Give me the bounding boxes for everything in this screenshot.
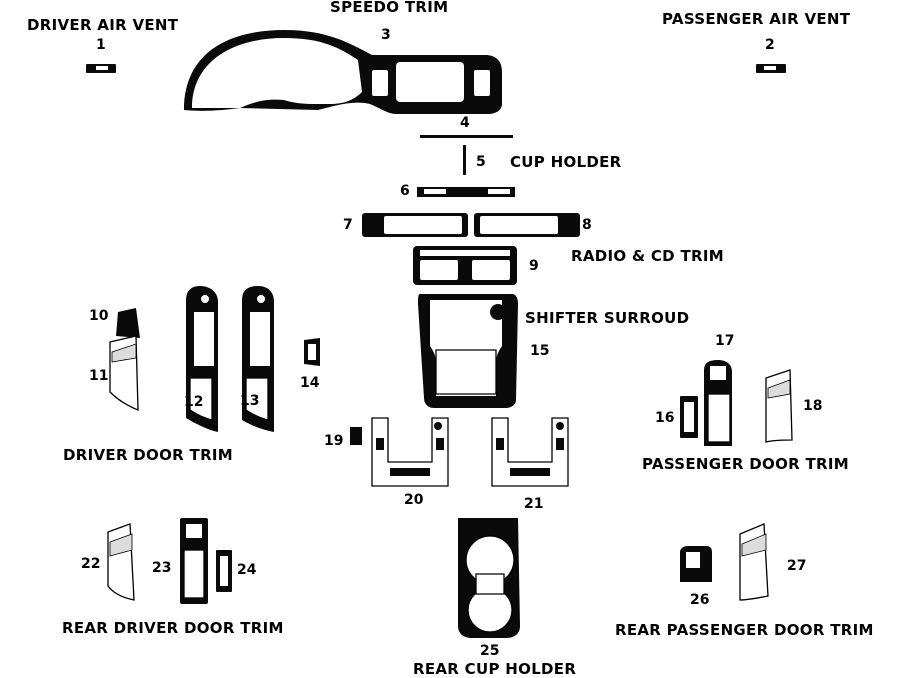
part-5-strip (463, 145, 466, 175)
part-number-25: 25 (480, 643, 500, 659)
part-15-shifter-surround (418, 294, 518, 408)
label-driver-air-vent: DRIVER AIR VENT (27, 16, 179, 34)
part-number-5: 5 (476, 154, 486, 170)
part-number-15: 15 (530, 343, 550, 359)
part-27-rear-door-handle-trim (739, 523, 769, 601)
label-driver-door-trim: DRIVER DOOR TRIM (63, 446, 234, 464)
part-number-20: 20 (404, 492, 424, 508)
part-12-door-switch-trim (186, 286, 218, 432)
part-9-radio-cd-trim (413, 246, 517, 285)
part-number-6: 6 (400, 183, 410, 199)
part-number-24: 24 (237, 562, 257, 578)
part-18-door-handle-trim (765, 369, 793, 443)
part-13-door-switch-trim (242, 286, 274, 432)
part-24-trim (216, 550, 232, 592)
part-8-trim (474, 213, 580, 237)
part-number-12: 12 (184, 394, 204, 410)
part-number-1: 1 (96, 37, 106, 53)
label-speedo-trim: SPEEDO TRIM (330, 0, 449, 16)
part-7-trim (362, 213, 468, 237)
part-number-16: 16 (655, 410, 675, 426)
part-number-17: 17 (715, 333, 735, 349)
part-17-door-switch-trim (704, 360, 732, 446)
part-number-10: 10 (89, 308, 109, 324)
part-10-switch-trim (116, 308, 140, 338)
part-1-driver-air-vent (86, 64, 116, 73)
part-number-14: 14 (300, 375, 320, 391)
label-rear-passenger-door-trim: REAR PASSENGER DOOR TRIM (615, 621, 874, 639)
part-number-21: 21 (524, 496, 544, 512)
part-number-2: 2 (765, 37, 775, 53)
part-26-trim (680, 546, 712, 582)
label-shifter-surround: SHIFTER SURROUD (525, 309, 690, 327)
part-2-passenger-air-vent (756, 64, 786, 73)
part-3-speedo-trim (184, 30, 502, 114)
part-23-rear-door-switch-trim (180, 518, 208, 604)
label-radio-cd-trim: RADIO & CD TRIM (571, 247, 724, 265)
part-4-strip (420, 135, 513, 138)
label-cup-holder: CUP HOLDER (510, 153, 622, 171)
part-number-27: 27 (787, 558, 807, 574)
label-passenger-door-trim: PASSENGER DOOR TRIM (642, 455, 850, 473)
part-11-door-handle-trim (109, 335, 139, 411)
part-6-trim (417, 187, 515, 197)
part-16-trim (680, 396, 698, 438)
part-19-trim (350, 427, 362, 445)
part-25-rear-cup-holder (458, 518, 520, 638)
part-number-23: 23 (152, 560, 172, 576)
part-number-3: 3 (381, 27, 391, 43)
part-number-22: 22 (81, 556, 101, 572)
part-number-19: 19 (324, 433, 344, 449)
part-number-13: 13 (240, 393, 260, 409)
part-number-7: 7 (343, 217, 353, 233)
part-number-11: 11 (89, 368, 109, 384)
label-rear-cup-holder: REAR CUP HOLDER (413, 660, 577, 678)
part-number-4: 4 (460, 115, 470, 131)
part-number-18: 18 (803, 398, 823, 414)
label-passenger-air-vent: PASSENGER AIR VENT (662, 10, 851, 28)
part-number-8: 8 (582, 217, 592, 233)
label-rear-driver-door-trim: REAR DRIVER DOOR TRIM (62, 619, 284, 637)
part-14-trim (304, 338, 320, 366)
part-21-console-trim (491, 417, 569, 487)
part-20-console-trim (371, 417, 449, 487)
part-22-rear-door-handle-trim (107, 523, 135, 601)
part-number-9: 9 (529, 258, 539, 274)
part-number-26: 26 (690, 592, 710, 608)
